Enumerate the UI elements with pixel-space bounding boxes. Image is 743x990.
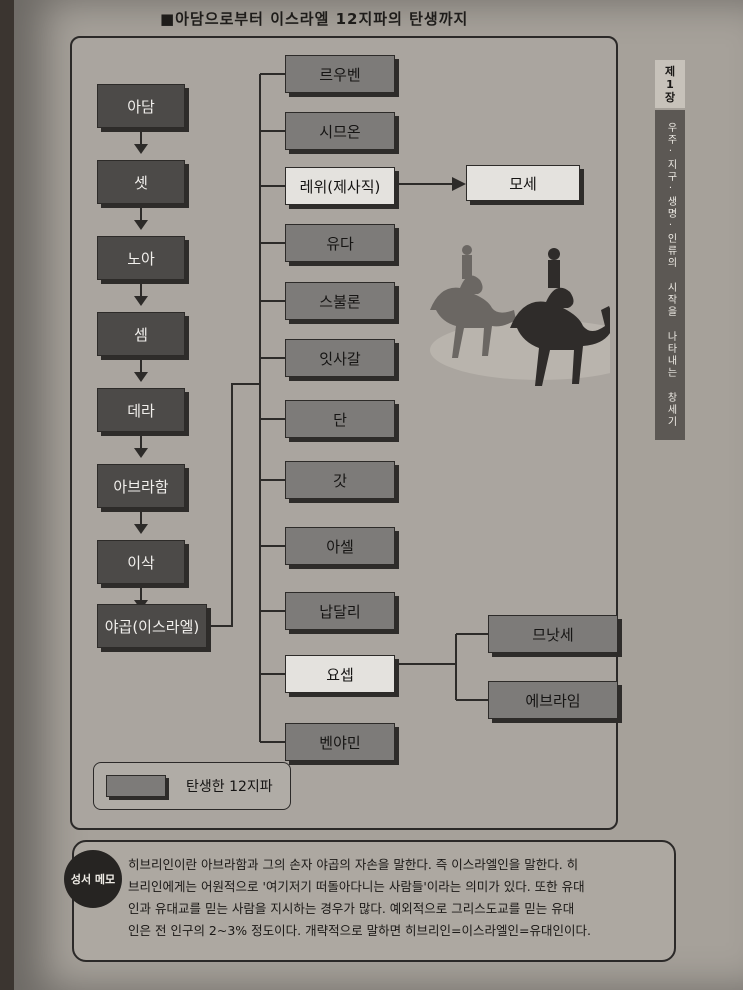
chapter-char-1: 제 — [664, 64, 676, 78]
lineage-box-terah: 데라 — [97, 388, 185, 432]
tribe-box-reuben: 르우벤 — [285, 55, 395, 93]
tribe-box-asher: 아셀 — [285, 527, 395, 565]
lineage-box-isaac: 이삭 — [97, 540, 185, 584]
chapter-number: 제 1 장 — [655, 60, 685, 108]
lineage-box-seth: 셋 — [97, 160, 185, 204]
lineage-box-abraham: 아브라함 — [97, 464, 185, 508]
memo-badge: 성서 메모 — [64, 850, 122, 908]
tribe-box-naphtali: 납달리 — [285, 592, 395, 630]
tribe-box-judah: 유다 — [285, 224, 395, 262]
moses-box: 모세 — [466, 165, 580, 201]
memo-line: 브리인에게는 어원적으로 '여기저기 떠돌아다니는 사람들'이라는 의미가 있다… — [128, 879, 585, 894]
tribe-box-simeon: 시므온 — [285, 112, 395, 150]
tribe-box-issachar: 잇사갈 — [285, 339, 395, 377]
tribe-box-dan: 단 — [285, 400, 395, 438]
lineage-box-adam: 아담 — [97, 84, 185, 128]
memo-line: 인과 유대교를 믿는 사람을 지시하는 경우가 많다. 예외적으로 그리스도교를… — [128, 901, 575, 916]
bible-memo-box: 성서 메모 히브리인이란 아브라함과 그의 손자 야곱의 자손을 말한다. 즉 … — [64, 840, 676, 962]
ephraim-box: 에브라임 — [488, 681, 618, 719]
camel-caravan-illustration — [430, 245, 610, 386]
memo-line: 히브리인이란 아브라함과 그의 손자 야곱의 자손을 말한다. 즉 이스라엘인을… — [128, 857, 579, 872]
legend: 탄생한 12지파 — [93, 762, 291, 810]
tribe-box-zebulun: 스불론 — [285, 282, 395, 320]
lineage-box-jacob: 야곱(이스라엘) — [97, 604, 207, 648]
lineage-box-noah: 노아 — [97, 236, 185, 280]
manasseh-box: 므낫세 — [488, 615, 618, 653]
tribe-box-levi: 레위(제사직) — [285, 167, 395, 205]
memo-text: 히브리인이란 아브라함과 그의 손자 야곱의 자손을 말한다. 즉 이스라엘인을… — [128, 854, 668, 942]
tribe-box-gad: 갓 — [285, 461, 395, 499]
chapter-char-2: 1 — [666, 77, 674, 91]
page-title: ■아담으로부터 이스라엘 12지파의 탄생까지 — [160, 10, 469, 28]
chapter-side-tab: 제 1 장 우주·지구·생명·인류의 시작을 나타내는 창세기 — [655, 60, 685, 860]
lineage-box-shem: 셈 — [97, 312, 185, 356]
tribe-box-joseph: 요셉 — [285, 655, 395, 693]
chapter-subtitle: 우주·지구·생명·인류의 시작을 나타내는 창세기 — [655, 110, 685, 440]
tribe-box-benjamin: 벤야민 — [285, 723, 395, 761]
legend-label: 탄생한 12지파 — [186, 779, 273, 795]
legend-swatch — [106, 775, 166, 797]
memo-line: 인은 전 인구의 2~3% 정도이다. 개략적으로 말하면 히브리인=이스라엘인… — [128, 923, 591, 938]
chapter-char-3: 장 — [664, 90, 676, 104]
